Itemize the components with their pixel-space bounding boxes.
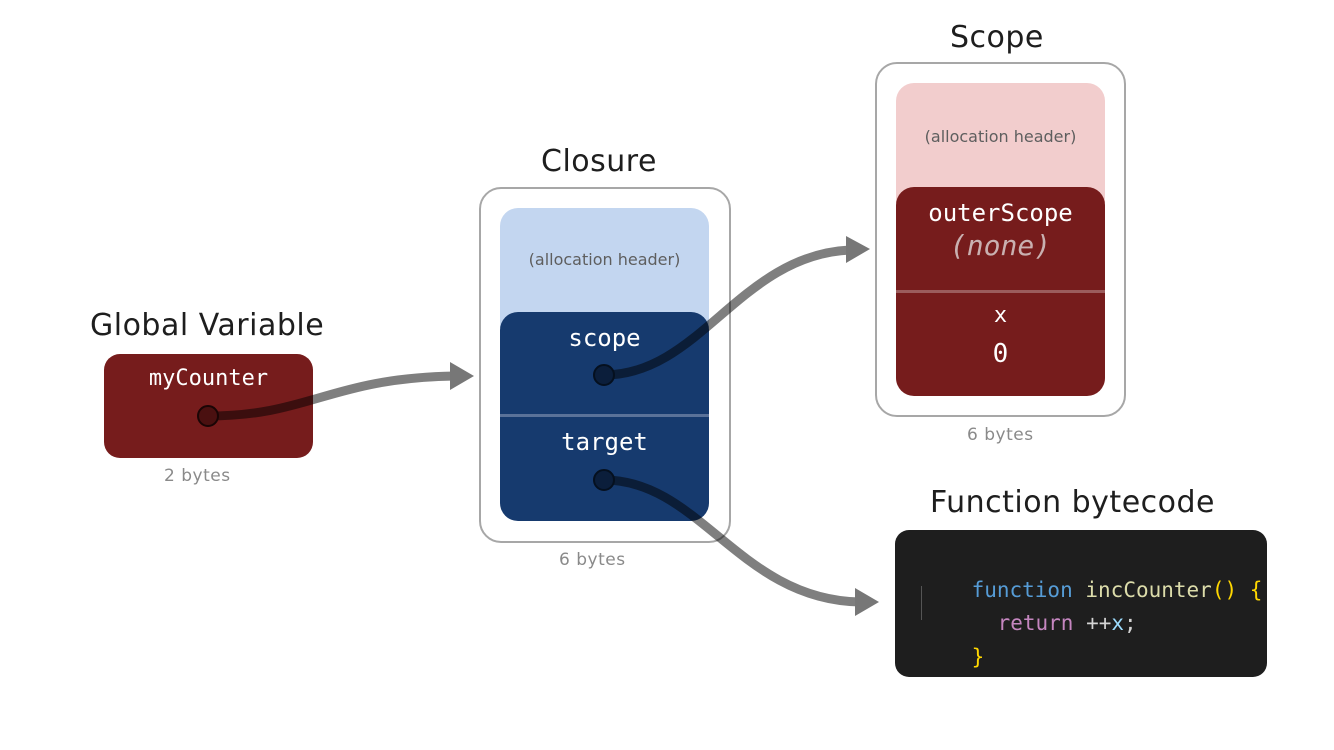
code-operator: ++	[1086, 611, 1112, 635]
bytecode-title: Function bytecode	[930, 485, 1216, 520]
closure-header-label: (allocation header)	[528, 250, 681, 269]
scope-field-x-value: 0	[992, 339, 1009, 369]
code-semicolon: ;	[1124, 611, 1137, 635]
global-variable-field-name: myCounter	[148, 366, 269, 391]
code-keyword-return: return	[997, 611, 1074, 635]
closure-size: 6 bytes	[559, 550, 626, 570]
scope-size: 6 bytes	[967, 425, 1034, 445]
scope-field-outer-scope-value: (none)	[949, 229, 1052, 262]
global-variable-box[interactable]: myCounter	[104, 354, 313, 458]
code-variable: x	[1111, 611, 1125, 635]
code-brace-open: {	[1249, 578, 1263, 602]
code-indent-guide	[921, 586, 922, 620]
scope-allocation-header: (allocation header)	[896, 83, 1105, 203]
closure-allocation-header: (allocation header)	[500, 208, 709, 328]
closure-field-scope: scope	[568, 324, 641, 352]
bytecode-code-block: function incCounter() { return ++x; }	[895, 530, 1267, 677]
scope-fields-box: outerScope (none) x 0	[896, 187, 1105, 396]
scope-title: Scope	[950, 20, 1044, 55]
closure-fields-box: scope target	[500, 312, 709, 521]
global-variable-title: Global Variable	[90, 308, 325, 343]
closure-title: Closure	[541, 144, 657, 179]
code-line-3: }	[921, 621, 985, 693]
scope-header-label: (allocation header)	[924, 127, 1077, 146]
code-line-2: return ++x;	[947, 587, 1137, 659]
code-line-1: function incCounter() {	[921, 554, 1263, 626]
code-parens: ()	[1211, 578, 1238, 602]
closure-divider	[500, 414, 709, 417]
scope-divider	[896, 290, 1105, 293]
code-function-name: incCounter	[1085, 578, 1212, 602]
code-brace-close: }	[971, 645, 985, 669]
global-variable-size: 2 bytes	[164, 466, 231, 486]
scope-field-x: x	[993, 303, 1008, 328]
scope-field-outer-scope: outerScope	[928, 199, 1073, 227]
code-keyword-function: function	[971, 578, 1073, 602]
closure-field-target: target	[561, 428, 648, 456]
